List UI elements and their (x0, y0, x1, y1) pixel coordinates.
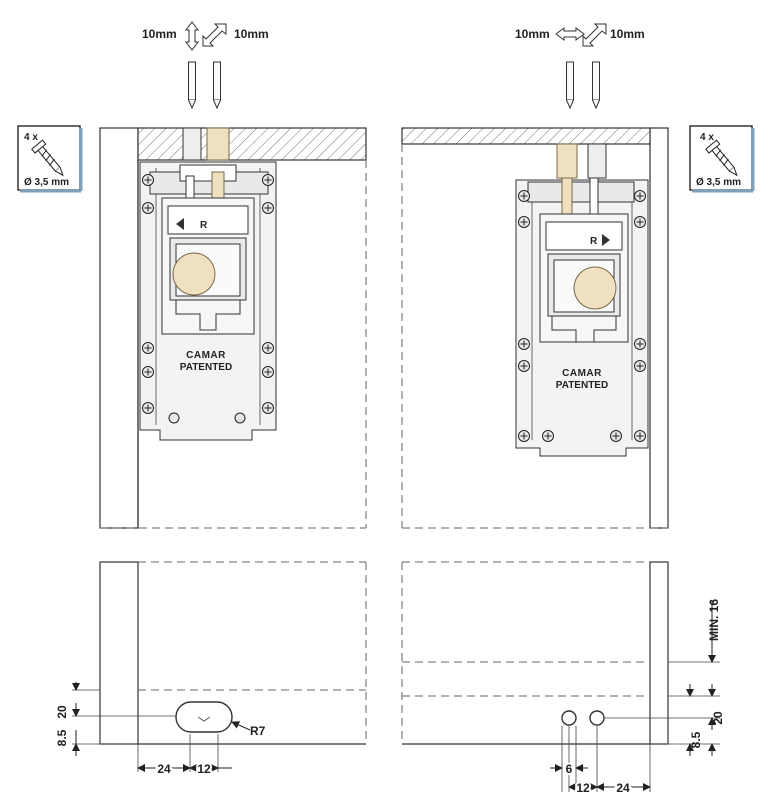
adjust-pin-right (213, 61, 221, 109)
screws-badge-right: 4 x Ø 3,5 mm (689, 125, 755, 193)
horizontal-adjust-label: 10mm (515, 27, 550, 41)
screw-count-label: 4 x (24, 132, 38, 143)
diagonal-arrow-icon-right (582, 23, 607, 47)
svg-text:R: R (590, 236, 598, 247)
oval-slot (175, 701, 233, 733)
screw-icon-right (705, 139, 738, 177)
brand-label: CAMAR (186, 350, 226, 361)
dowel-insert-right (556, 143, 578, 179)
vertical-arrow-icon (185, 21, 199, 51)
dim-24-label-right: 24 (616, 781, 630, 795)
brand-label-right: CAMAR (562, 368, 602, 379)
adjust-knob-right (573, 266, 617, 310)
dim-24-label: 24 (157, 762, 171, 776)
patent-label: PATENTED (180, 362, 232, 373)
dim-12-label-right: 12 (576, 781, 590, 795)
adjust-pin-left (188, 61, 196, 109)
drill-hole-right (589, 710, 605, 726)
bottom-left-view: R7 20 8.5 24 12 (55, 561, 367, 778)
dim-20-label: 20 (55, 705, 69, 719)
diagonal-adjust-label-right: 10mm (610, 27, 645, 41)
screw-count-label-right: 4 x (700, 132, 714, 143)
screw-diameter-label-right: Ø 3,5 mm (696, 177, 741, 188)
drill-hole-left (561, 710, 577, 726)
screw-diameter-label: Ø 3,5 mm (24, 177, 69, 188)
top-board-section (137, 127, 367, 161)
radius-label: R7 (250, 724, 266, 738)
screws-badge-left: 4 x Ø 3,5 mm (17, 125, 83, 193)
adjust-knob (172, 252, 216, 296)
top-right-view: 10mm 10mm R (401, 23, 669, 529)
cabinet-side-panel-right (649, 127, 669, 529)
top-board-section-right (401, 127, 651, 145)
diagonal-adjust-label: 10mm (234, 27, 269, 41)
vertical-adjust-label: 10mm (142, 27, 177, 41)
dim-8-5-label-right: 8.5 (689, 731, 703, 748)
diagonal-arrow-icon (202, 23, 227, 47)
dim-20-label-right: 20 (711, 711, 725, 725)
dim-12-label: 12 (197, 762, 211, 776)
svg-text:R: R (200, 220, 208, 231)
dim-min16-label: MIN. 16 (707, 599, 721, 641)
dowel-insert (206, 127, 230, 161)
patent-label-right: PATENTED (556, 380, 608, 391)
screw-icon (31, 139, 64, 177)
top-left-view: 10mm 10mm R (99, 21, 367, 529)
dim-6-label: 6 (566, 762, 573, 776)
cabinet-side-panel (99, 127, 139, 529)
dim-8-5-label: 8.5 (55, 729, 69, 746)
bottom-right-view: MIN. 16 20 8.5 6 12 24 (401, 561, 725, 797)
horizontal-arrow-icon (555, 27, 585, 41)
